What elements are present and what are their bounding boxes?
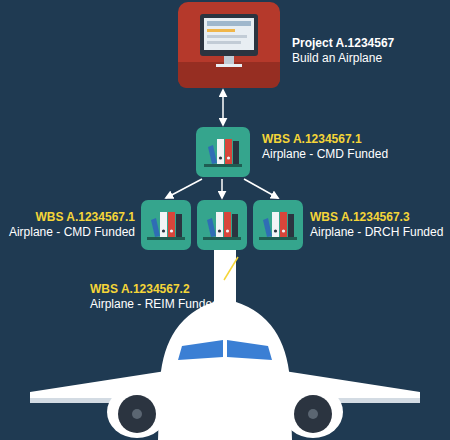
node-label: Project A.1234567Build an Airplane [292,36,394,66]
node-body: Airplane - CMD Funded [9,225,135,240]
binder-icon [196,127,250,177]
engine-left [107,386,167,438]
binder-icon [197,200,247,250]
connector [221,179,223,198]
node-body: Airplane - DRCH Funded [310,225,443,240]
wbs-node: WBS A.1234567.1Airplane - CMD Funded [196,127,250,177]
wbs-node: WBS A.1234567.2Airplane - REIM Funded [197,200,247,250]
node-label: WBS A.1234567.2Airplane - REIM Funded [90,282,219,312]
binder-box [141,200,191,250]
node-heading: WBS A.1234567.1 [9,210,135,225]
node-body: Build an Airplane [292,51,394,66]
project-node: Project A.1234567Build an Airplane [178,2,280,88]
fuselage [158,250,292,440]
connector [244,179,278,198]
node-label: WBS A.1234567.1Airplane - CMD Funded [262,132,388,162]
binder-box [197,200,247,250]
node-heading: WBS A.1234567.3 [310,210,443,225]
binder-box [196,127,250,177]
binder-box [253,200,303,250]
windshield [178,340,223,360]
node-heading: Project A.1234567 [292,36,394,51]
binder-icon [141,200,191,250]
node-label: WBS A.1234567.3Airplane - DRCH Funded [310,210,443,240]
monitor-icon [178,2,280,88]
wbs-node: WBS A.1234567.1Airplane - CMD Funded [141,200,191,250]
engine-right [283,386,343,438]
node-label: WBS A.1234567.1Airplane - CMD Funded [9,210,135,240]
node-heading: WBS A.1234567.1 [262,132,388,147]
node-heading: WBS A.1234567.2 [90,282,219,297]
wbs-node: WBS A.1234567.3Airplane - DRCH Funded [253,200,303,250]
connector [166,179,202,198]
binder-icon [253,200,303,250]
project-icon-box [178,2,280,88]
node-body: Airplane - REIM Funded [90,297,219,312]
connector [222,90,224,125]
windshield [227,340,272,360]
leader-line [224,257,238,280]
node-body: Airplane - CMD Funded [262,147,388,162]
